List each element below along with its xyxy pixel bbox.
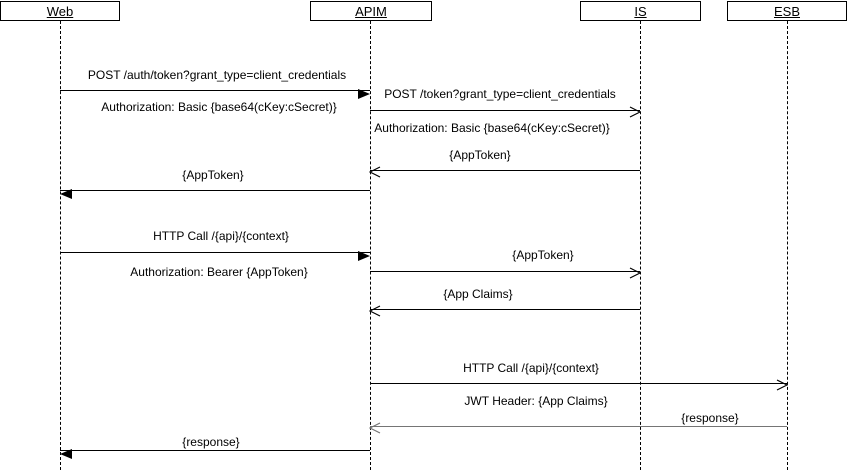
arrowhead-open-right-icon — [776, 378, 789, 396]
message-label: {App Claims} — [443, 287, 513, 301]
arrowhead-open-left-icon — [368, 421, 381, 439]
participant-web: Web — [0, 1, 120, 21]
lifeline-is — [640, 21, 641, 470]
participant-label-is: IS — [634, 3, 647, 19]
arrowhead-open-left-icon — [368, 304, 381, 322]
message-label: {response} — [681, 411, 739, 425]
message-line-web-to-apim — [60, 252, 370, 253]
arrowhead-filled-right-icon — [358, 248, 370, 266]
lifeline-web — [60, 21, 61, 470]
participant-label-esb: ESB — [773, 3, 800, 19]
message-label: POST /auth/token?grant_type=client_crede… — [87, 68, 347, 82]
message-label: {response} — [182, 435, 240, 449]
message-line-apim-to-esb — [370, 383, 787, 384]
participant-apim: APIM — [310, 1, 432, 21]
message-sublabel: Authorization: Bearer {AppToken} — [130, 265, 308, 279]
message-line-esb-to-apim — [370, 426, 787, 427]
arrowhead-filled-left-icon — [60, 186, 72, 204]
message-line-apim-to-is — [370, 271, 640, 272]
participant-is: IS — [580, 1, 701, 21]
arrowhead-filled-left-icon — [60, 446, 72, 464]
lifeline-apim — [370, 21, 371, 470]
message-line-apim-to-is — [370, 110, 640, 111]
message-label: {AppToken} — [449, 148, 511, 162]
arrowhead-open-right-icon — [629, 105, 642, 123]
arrowhead-filled-right-icon — [358, 86, 370, 104]
message-line-apim-to-web — [60, 190, 370, 191]
message-line-is-to-apim — [370, 170, 640, 171]
message-line-web-to-apim — [60, 90, 370, 91]
message-line-apim-to-web — [60, 450, 370, 451]
message-label: {AppToken} — [182, 168, 244, 182]
message-label: HTTP Call /{api}/{context} — [153, 229, 289, 243]
message-sublabel: Authorization: Basic {base64(cKey:cSecre… — [374, 121, 610, 135]
message-sublabel: JWT Header: {App Claims} — [464, 394, 608, 408]
message-line-is-to-apim — [370, 309, 640, 310]
participant-esb: ESB — [727, 1, 847, 21]
participant-label-apim: APIM — [355, 3, 387, 19]
message-sublabel: Authorization: Basic {base64(cKey:cSecre… — [101, 100, 337, 114]
participant-label-web: Web — [46, 3, 74, 19]
arrowhead-open-right-icon — [629, 266, 642, 284]
message-label: HTTP Call /{api}/{context} — [463, 361, 599, 375]
message-label: {AppToken} — [512, 248, 574, 262]
arrowhead-open-left-icon — [368, 165, 381, 183]
message-label: POST /token?grant_type=client_credential… — [384, 87, 616, 101]
lifeline-esb — [787, 21, 788, 470]
